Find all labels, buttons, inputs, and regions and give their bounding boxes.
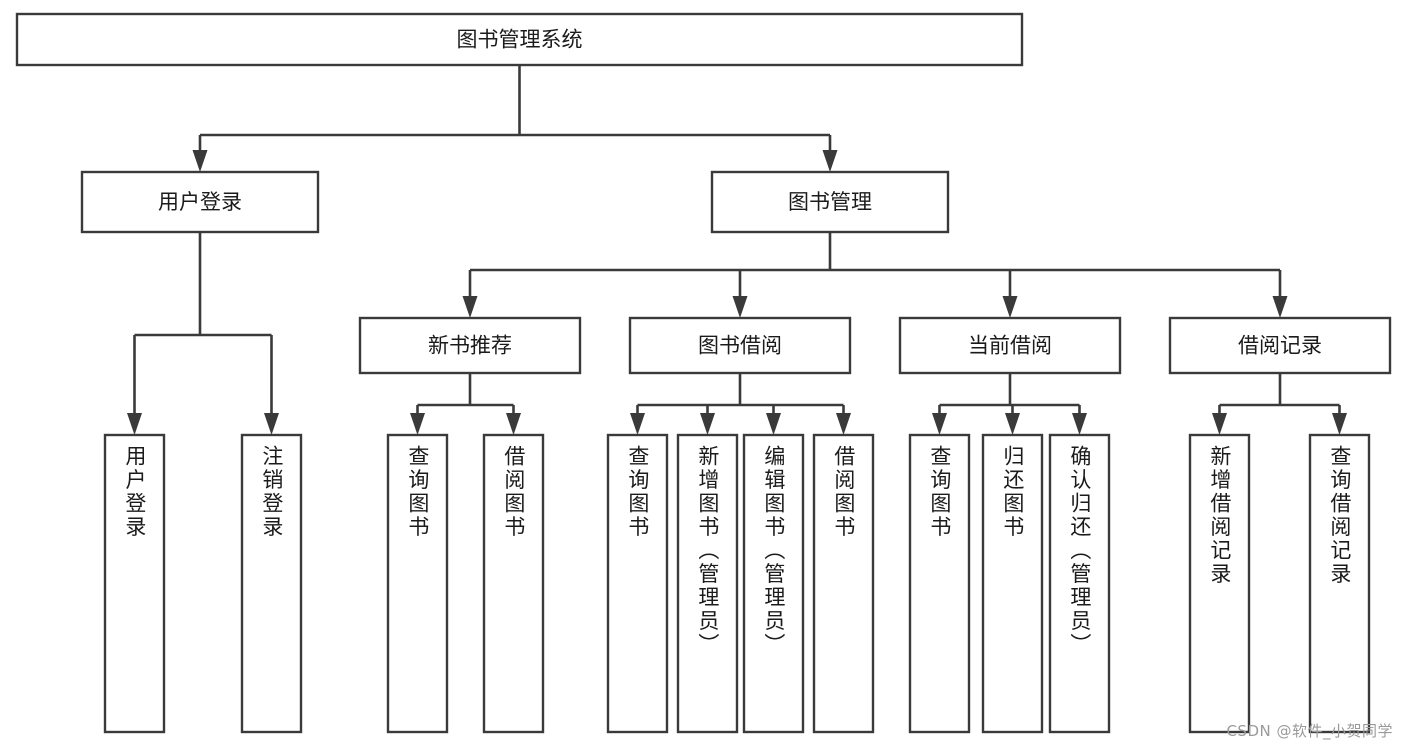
node-box-leaf-br-query[interactable] [1308,433,1371,734]
edge-user-login-leaf-user-logout-arrowhead [264,413,279,435]
edge-book-manage-current-borrow-arrowhead [1002,296,1018,318]
node-label-borrow-record: 借阅记录 [1238,334,1322,358]
connector-layer [127,65,1347,435]
edge-new-book-rec-leaf-nbr-query-arrowhead [410,413,425,435]
edge-book-borrow-leaf-bb-borrow-arrowhead [836,413,851,435]
node-leaf-cb-return[interactable] [981,433,1044,734]
node-leaf-cb-query[interactable] [908,433,971,734]
node-box-book-borrow[interactable] [628,316,852,375]
node-box-current-borrow[interactable] [898,316,1122,375]
edge-current-borrow-leaf-cb-query-arrowhead [932,413,947,435]
edge-book-borrow-leaf-bb-add-arrowhead [700,413,715,435]
node-leaf-br-add[interactable] [1188,433,1251,734]
node-leaf-nbr-borrow[interactable] [482,433,545,734]
node-box-leaf-cb-return[interactable] [981,433,1044,734]
node-box-leaf-bb-borrow[interactable] [812,433,875,734]
box-layer [15,12,1392,734]
node-box-leaf-cb-query[interactable] [908,433,971,734]
node-box-root[interactable] [15,12,1024,67]
edge-book-manage-book-borrow-arrowhead [732,296,748,318]
node-book-manage[interactable] [710,170,950,234]
node-box-new-book-rec[interactable] [358,316,582,375]
node-label-root: 图书管理系统 [457,28,583,52]
node-leaf-bb-edit[interactable] [742,433,805,734]
node-borrow-record[interactable] [1168,316,1392,375]
node-leaf-bb-borrow[interactable] [812,433,875,734]
node-box-user-login[interactable] [80,170,320,234]
node-label-new-book-rec: 新书推荐 [428,334,512,358]
csdn-watermark: CSDN @软件_小贺同学 [1226,722,1393,740]
node-new-book-rec[interactable] [358,316,582,375]
node-label-user-login: 用户登录 [158,190,242,214]
node-leaf-bb-add[interactable] [676,433,739,734]
edge-new-book-rec-leaf-nbr-borrow-arrowhead [506,413,521,435]
node-box-leaf-nbr-query[interactable] [386,433,449,734]
node-current-borrow[interactable] [898,316,1122,375]
node-label-book-borrow: 图书借阅 [698,334,782,358]
node-box-leaf-bb-edit[interactable] [742,433,805,734]
node-leaf-br-query[interactable] [1308,433,1371,734]
edge-root-user-login-arrowhead [192,150,208,172]
edge-book-borrow-leaf-bb-query-arrowhead [630,413,645,435]
node-leaf-user-logout[interactable] [240,433,303,734]
edge-book-manage-new-book-rec-arrowhead [462,296,478,318]
node-label-book-manage: 图书管理 [788,190,872,214]
edge-root-book-manage-arrowhead [822,150,838,172]
node-box-leaf-bb-add[interactable] [676,433,739,734]
node-box-leaf-br-add[interactable] [1188,433,1251,734]
node-leaf-bb-query[interactable] [606,433,669,734]
node-label-current-borrow: 当前借阅 [968,334,1052,358]
edge-book-borrow-leaf-bb-edit-arrowhead [766,413,781,435]
node-user-login[interactable] [80,170,320,234]
node-box-leaf-user-login[interactable] [103,433,166,734]
edge-borrow-record-leaf-br-query-arrowhead [1332,413,1347,435]
node-box-borrow-record[interactable] [1168,316,1392,375]
node-box-leaf-bb-query[interactable] [606,433,669,734]
node-root[interactable] [15,12,1024,67]
node-leaf-cb-confirm[interactable] [1048,433,1111,734]
edge-current-borrow-leaf-cb-confirm-arrowhead [1072,413,1087,435]
node-box-leaf-cb-confirm[interactable] [1048,433,1111,734]
node-box-book-manage[interactable] [710,170,950,234]
edge-book-manage-borrow-record-arrowhead [1272,296,1288,318]
node-book-borrow[interactable] [628,316,852,375]
edge-current-borrow-leaf-cb-return-arrowhead [1005,413,1020,435]
node-leaf-nbr-query[interactable] [386,433,449,734]
node-box-leaf-nbr-borrow[interactable] [482,433,545,734]
node-leaf-user-login[interactable] [103,433,166,734]
edge-borrow-record-leaf-br-add-arrowhead [1212,413,1227,435]
edge-user-login-leaf-user-login-arrowhead [127,413,142,435]
node-box-leaf-user-logout[interactable] [240,433,303,734]
